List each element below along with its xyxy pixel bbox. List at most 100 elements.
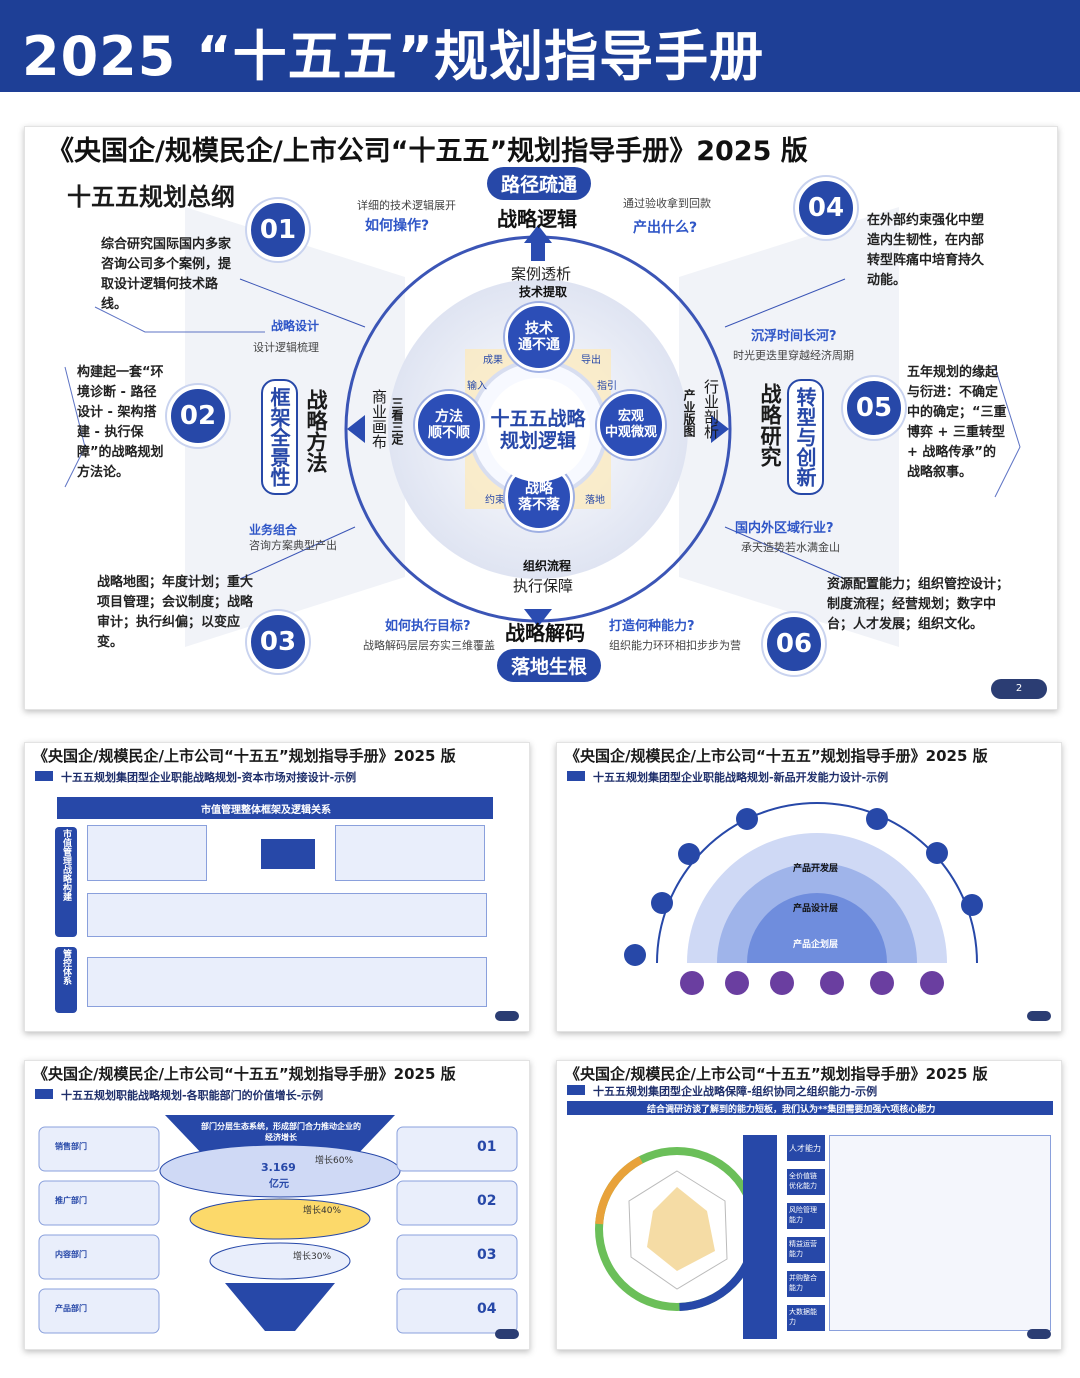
thumb3-num4: 04: [477, 1301, 497, 1317]
region-desc: 承天造势若水满金山: [741, 541, 840, 554]
thumb4-marker: [567, 1085, 585, 1095]
inner-constraint: 约束: [485, 495, 505, 506]
design-desc: 设计逻辑梳理: [253, 341, 319, 354]
section-number-02: 02: [167, 385, 229, 447]
side-text-02: 构建起一套“环境诊断 - 路径设计 - 架构搭建 - 执行保障”的战略规划方法论…: [77, 365, 164, 480]
thumb1-block-a: [87, 825, 207, 881]
thumb1-block-c: [335, 825, 485, 881]
cap5-box: [787, 1271, 825, 1297]
side-text-01: 综合研究国际国内多家咨询公司多个案例，提取设计逻辑何技术路线。: [101, 237, 232, 312]
cap4-label: 精益运营能力: [789, 1240, 817, 1258]
inner-input: 输入: [467, 381, 487, 392]
cap5-label: 并购整合能力: [789, 1274, 817, 1292]
thumb3-header: 部门分层生态系统，形成部门合力推动企业的经济增长: [201, 1122, 361, 1142]
ring-exec: 执行保障: [513, 577, 574, 595]
thumb1-marker: [35, 771, 53, 781]
execute-desc: 战略解码层层夯实三维覆盖: [363, 639, 495, 652]
thumb-slide-departments: 《央国企/规模民企/上市公司“十五五”规划指导手册》2025 版 十五五规划职能…: [24, 1060, 530, 1350]
ring-industry: 行业剖析: [702, 379, 720, 439]
section-number-03: 03: [247, 611, 309, 673]
thumb4-header-bar: [567, 1101, 1053, 1115]
thumb3-funnel: [38, 1115, 518, 1334]
cap1-box: [787, 1135, 825, 1161]
section-number-04: 04: [795, 177, 857, 239]
thumb3-subtitle: 十五五规划职能战略规划-各职能部门的价值增长-示例: [61, 1089, 324, 1102]
heading-strategy-decode: 战略解码: [505, 621, 585, 645]
thumb3-num2: 02: [477, 1193, 497, 1209]
thumb3-growth2: 增长40%: [303, 1206, 342, 1216]
thumb2-marker: [567, 771, 585, 781]
thumb3-value: 3.169: [261, 1161, 296, 1174]
cap4-box: [787, 1237, 825, 1263]
bottom-pill: 落地生根: [497, 649, 602, 682]
thumb3-dept3: 内容部门: [55, 1250, 87, 1259]
banner-title: 2025 “十五五”规划指导手册: [22, 25, 765, 88]
side-text-04: 在外部约束强化中塑造内生韧性，在内部转型阵痛中培育持久动能。: [867, 213, 985, 288]
thumb4-subtitle: 十五五规划集团型企业战略保障-组织协同之组织能力-示例: [593, 1085, 878, 1098]
thumb3-marker: [35, 1089, 53, 1099]
page-number: 2: [991, 679, 1047, 699]
thumb2-title: 《央国企/规模民企/上市公司“十五五”规划指导手册》2025 版: [565, 747, 988, 765]
side-text-06: 资源配置能力；组织管控设计；制度流程；经营规划；数字中台；人才发展；组织文化。: [827, 577, 1010, 632]
section-number-01: 01: [247, 199, 309, 261]
cap2-label: 全价值链优化能力: [789, 1172, 817, 1190]
outline-heading: 十五五规划总纲: [67, 183, 235, 211]
thumb3-growth1: 增长60%: [315, 1156, 354, 1166]
cap3-label: 风险管理能力: [789, 1206, 817, 1224]
heading-strategy-research: 战略研究: [758, 383, 782, 467]
thumb1-block-d: [87, 893, 487, 937]
thumb2-page: [1027, 1011, 1051, 1021]
thumb2-layer1: 产品开发层: [793, 864, 839, 874]
side-text-05: 五年规划的缘起与衍进：不确定中的确定；“三重博弈 + 三重转型 + 战略传承”的…: [907, 365, 1007, 480]
thumb2-layer2: 产品设计层: [793, 904, 839, 914]
thumb1-subtitle: 十五五规划集团型企业职能战略规划-资本市场对接设计-示例: [61, 771, 357, 784]
thumb1-page: [495, 1011, 519, 1021]
thumb-slide-product: 《央国企/规模民企/上市公司“十五五”规划指导手册》2025 版 十五五规划集团…: [556, 742, 1062, 1032]
cap3-box: [787, 1203, 825, 1229]
thumb-slide-capital: 《央国企/规模民企/上市公司“十五五”规划指导手册》2025 版 十五五规划集团…: [24, 742, 530, 1032]
thumb2-layer3: 产品企划层: [793, 940, 839, 950]
cap6-label: 大数据能力: [789, 1308, 817, 1326]
thumb4-radar: [595, 1135, 777, 1339]
thumb1-header-bar: [57, 797, 493, 819]
inner-guide: 指引: [597, 381, 617, 392]
inner-landing: 落地: [585, 495, 605, 506]
page-banner: 2025 “十五五”规划指导手册: [0, 0, 1080, 92]
period-question: 沉浮时间长河?: [751, 329, 837, 344]
ring-business-sub: 三看三定: [390, 397, 404, 445]
portfolio-desc: 咨询方案典型产出: [249, 539, 337, 552]
thumb4-header: 结合调研访谈了解到的能力短板，我们认为**集团需要加强六项核心能力: [647, 1105, 936, 1115]
thumb4-page: [1027, 1329, 1051, 1339]
thumb1-header: 市值管理整体框架及逻辑关系: [201, 805, 331, 816]
capability-question: 打造何种能力?: [609, 619, 695, 634]
thumb4-title: 《央国企/规模民企/上市公司“十五五”规划指导手册》2025 版: [565, 1065, 988, 1083]
node-tech: 技术 通不通: [505, 303, 573, 371]
main-slide: 《央国企/规模民企/上市公司“十五五”规划指导手册》2025 版 十五五规划总纲…: [24, 126, 1058, 710]
section-number-05: 05: [843, 377, 905, 439]
side-text-03: 战略地图；年度计划；重大项目管理；会议制度；战略审计；执行纠偏；以变应变。: [97, 575, 254, 650]
main-slide-title: 《央国企/规模民企/上市公司“十五五”规划指导手册》2025 版: [47, 136, 808, 167]
thumb3-title: 《央国企/规模民企/上市公司“十五五”规划指导手册》2025 版: [33, 1065, 456, 1083]
heading-strategy-logic: 战略逻辑: [497, 207, 577, 231]
region-question: 国内外区域行业?: [735, 521, 834, 536]
ring-org: 组织流程: [523, 559, 572, 573]
period-desc: 时光更迭里穿越经济周期: [733, 349, 854, 362]
thumb3-growth3: 增长30%: [293, 1252, 332, 1262]
core-logic: 十五五战略 规划逻辑: [486, 378, 590, 482]
thumb2-subtitle: 十五五规划集团型企业职能战略规划-新品开发能力设计-示例: [593, 771, 889, 784]
thumb2-dome: [624, 802, 983, 995]
top-pill: 路径疏通: [487, 167, 592, 200]
thumb3-num3: 03: [477, 1247, 497, 1263]
thumb1-block-b: [261, 839, 315, 869]
cap2-box: [787, 1169, 825, 1195]
thumb3-dept4: 产品部门: [55, 1304, 87, 1313]
what-desc: 通过验收拿到回款: [623, 197, 711, 210]
thumb3-num1: 01: [477, 1139, 497, 1155]
node-macro: 宏观 中观微观: [597, 391, 665, 459]
thumb1-title: 《央国企/规模民企/上市公司“十五五”规划指导手册》2025 版: [33, 747, 456, 765]
how-desc: 详细的技术逻辑展开: [357, 199, 456, 212]
node-method: 方法 顺不顺: [415, 391, 483, 459]
inner-result: 成果: [483, 355, 503, 366]
thumb3-dept1: 销售部门: [55, 1142, 87, 1151]
how-question: 如何操作?: [365, 218, 430, 234]
